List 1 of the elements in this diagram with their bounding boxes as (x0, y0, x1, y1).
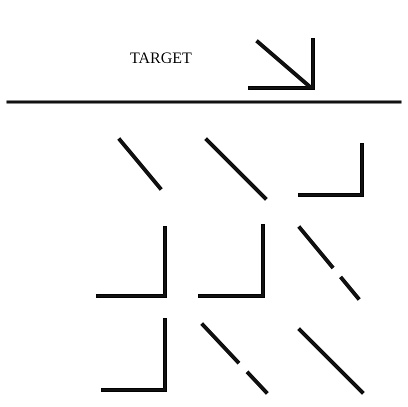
target-label: TARGET (130, 50, 192, 68)
